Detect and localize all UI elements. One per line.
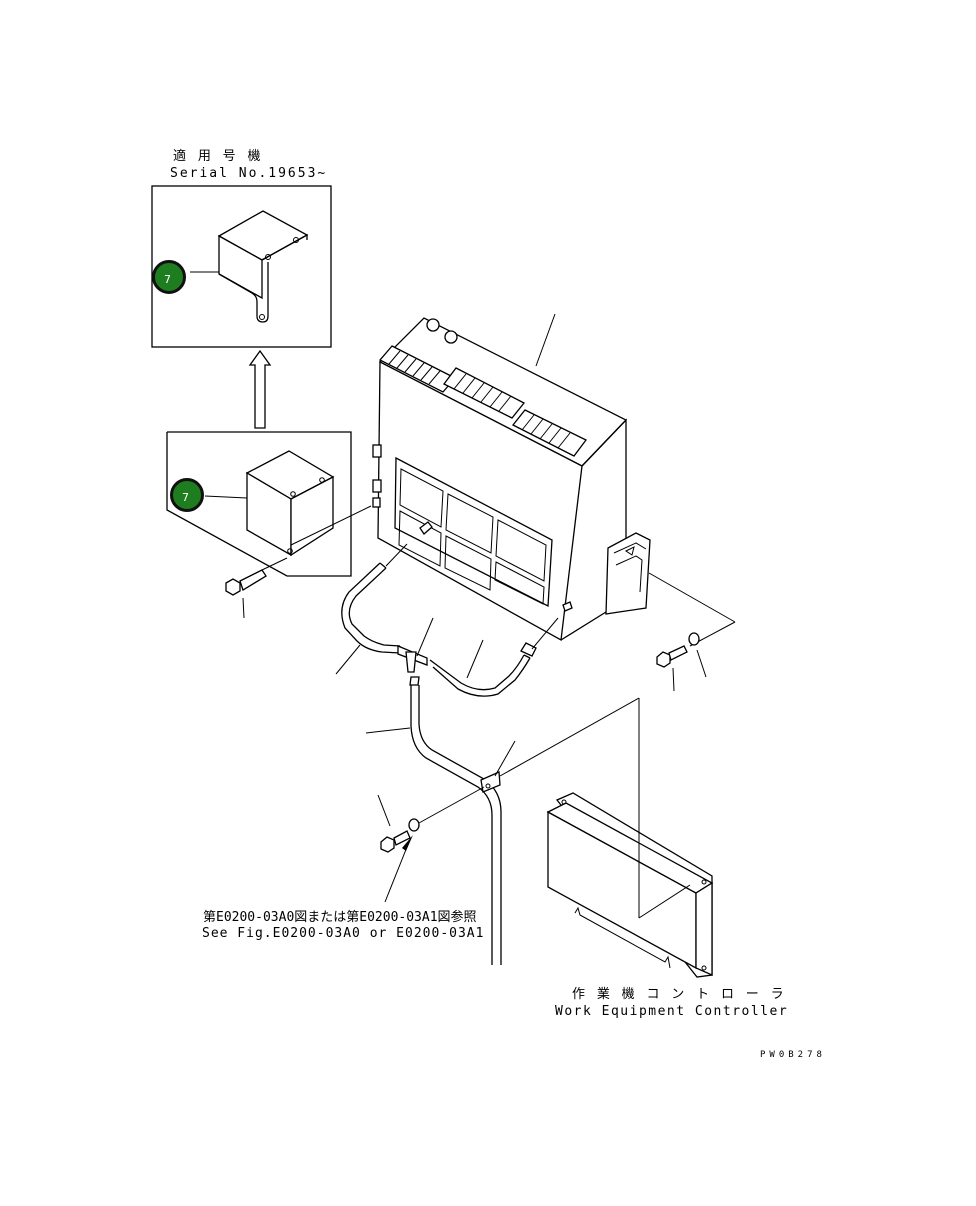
detail-box-old	[166, 431, 372, 577]
callout-7-lower: 7	[170, 478, 204, 512]
drain-hoses	[335, 543, 573, 965]
work-equipment-controller	[499, 697, 714, 978]
bolt-right	[656, 632, 707, 692]
mounting-bracket	[605, 532, 736, 647]
serial-label-en: Serial No.19653~	[170, 166, 328, 181]
reference-note-en: See Fig.E0200-03A0 or E0200-03A1	[202, 926, 485, 941]
controller-label-en: Work Equipment Controller	[555, 1004, 789, 1019]
reference-note-jp: 第E0200-03A0図または第E0200-03A1図参照	[203, 910, 477, 925]
upgrade-arrow	[248, 349, 272, 429]
drawing-code: PW0B278	[760, 1050, 826, 1060]
controller-label-jp: 作 業 機 コ ン ト ロ ー ラ	[572, 987, 786, 1002]
detail-box-new-serial	[151, 185, 332, 348]
serial-label-jp: 適 用 号 機	[173, 149, 263, 164]
callout-7-upper: 7	[152, 260, 186, 294]
bolt-lower	[377, 786, 485, 903]
main-unit	[372, 313, 628, 642]
bolt-left	[225, 557, 288, 619]
